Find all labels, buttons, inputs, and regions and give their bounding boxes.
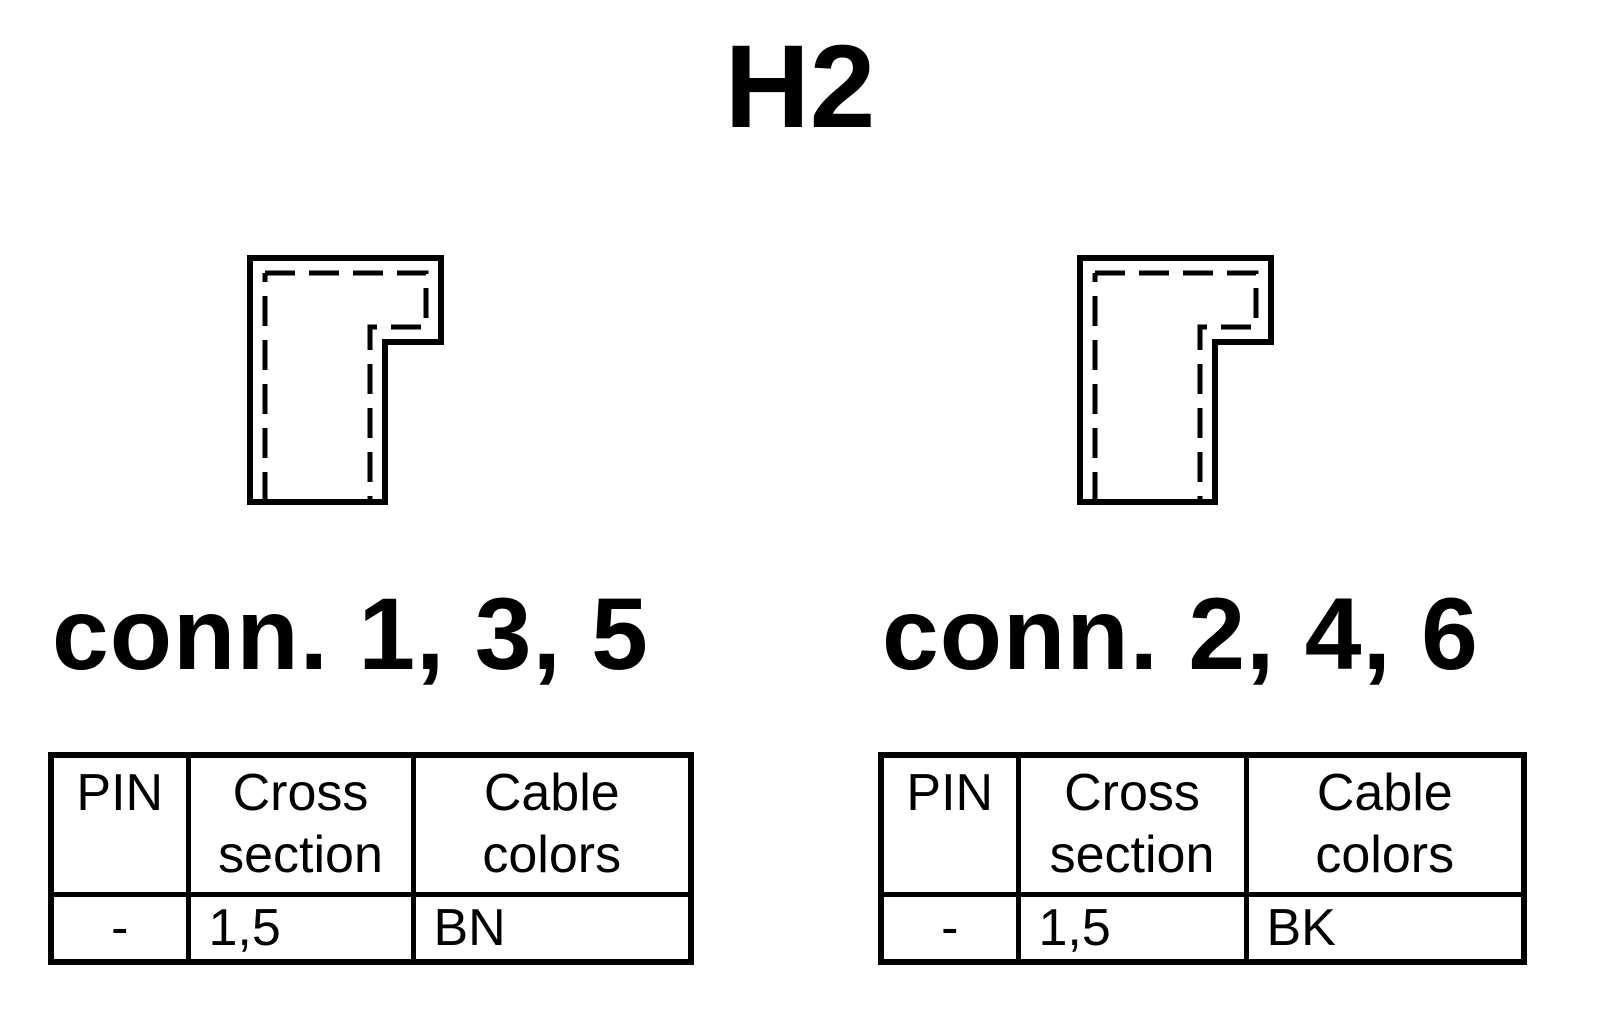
cell-pin: -: [48, 892, 191, 965]
connector-label-left: conn. 1, 3, 5: [52, 577, 649, 691]
connector-outline-icon: [1077, 255, 1274, 505]
cell-cable-color: BN: [410, 892, 694, 965]
cell-cross-section: 1,5: [1015, 892, 1249, 965]
table-row: - 1,5 BN: [48, 892, 694, 965]
header-cable-colors: Cable colors: [410, 752, 694, 897]
cell-cross-section: 1,5: [185, 892, 416, 965]
connector-label-right: conn. 2, 4, 6: [882, 577, 1479, 691]
connector-outline-icon: [247, 255, 444, 505]
header-pin: PIN: [878, 752, 1021, 897]
header-pin: PIN: [48, 752, 191, 897]
table-header-row: PIN Cross section Cable colors: [48, 752, 694, 897]
cell-pin: -: [878, 892, 1021, 965]
header-cross-section: Cross section: [185, 752, 416, 897]
table-row: - 1,5 BK: [878, 892, 1527, 965]
connector-symbol-left: [247, 255, 457, 505]
header-cross-section: Cross section: [1015, 752, 1249, 897]
header-cable-colors: Cable colors: [1243, 752, 1527, 897]
connector-symbol-right: [1077, 255, 1287, 505]
pin-table-left: PIN Cross section Cable colors - 1,5 BN: [48, 752, 694, 965]
table-header-row: PIN Cross section Cable colors: [878, 752, 1527, 897]
pin-table-right: PIN Cross section Cable colors - 1,5 BK: [878, 752, 1527, 965]
cell-cable-color: BK: [1243, 892, 1527, 965]
diagram-title: H2: [724, 21, 876, 153]
